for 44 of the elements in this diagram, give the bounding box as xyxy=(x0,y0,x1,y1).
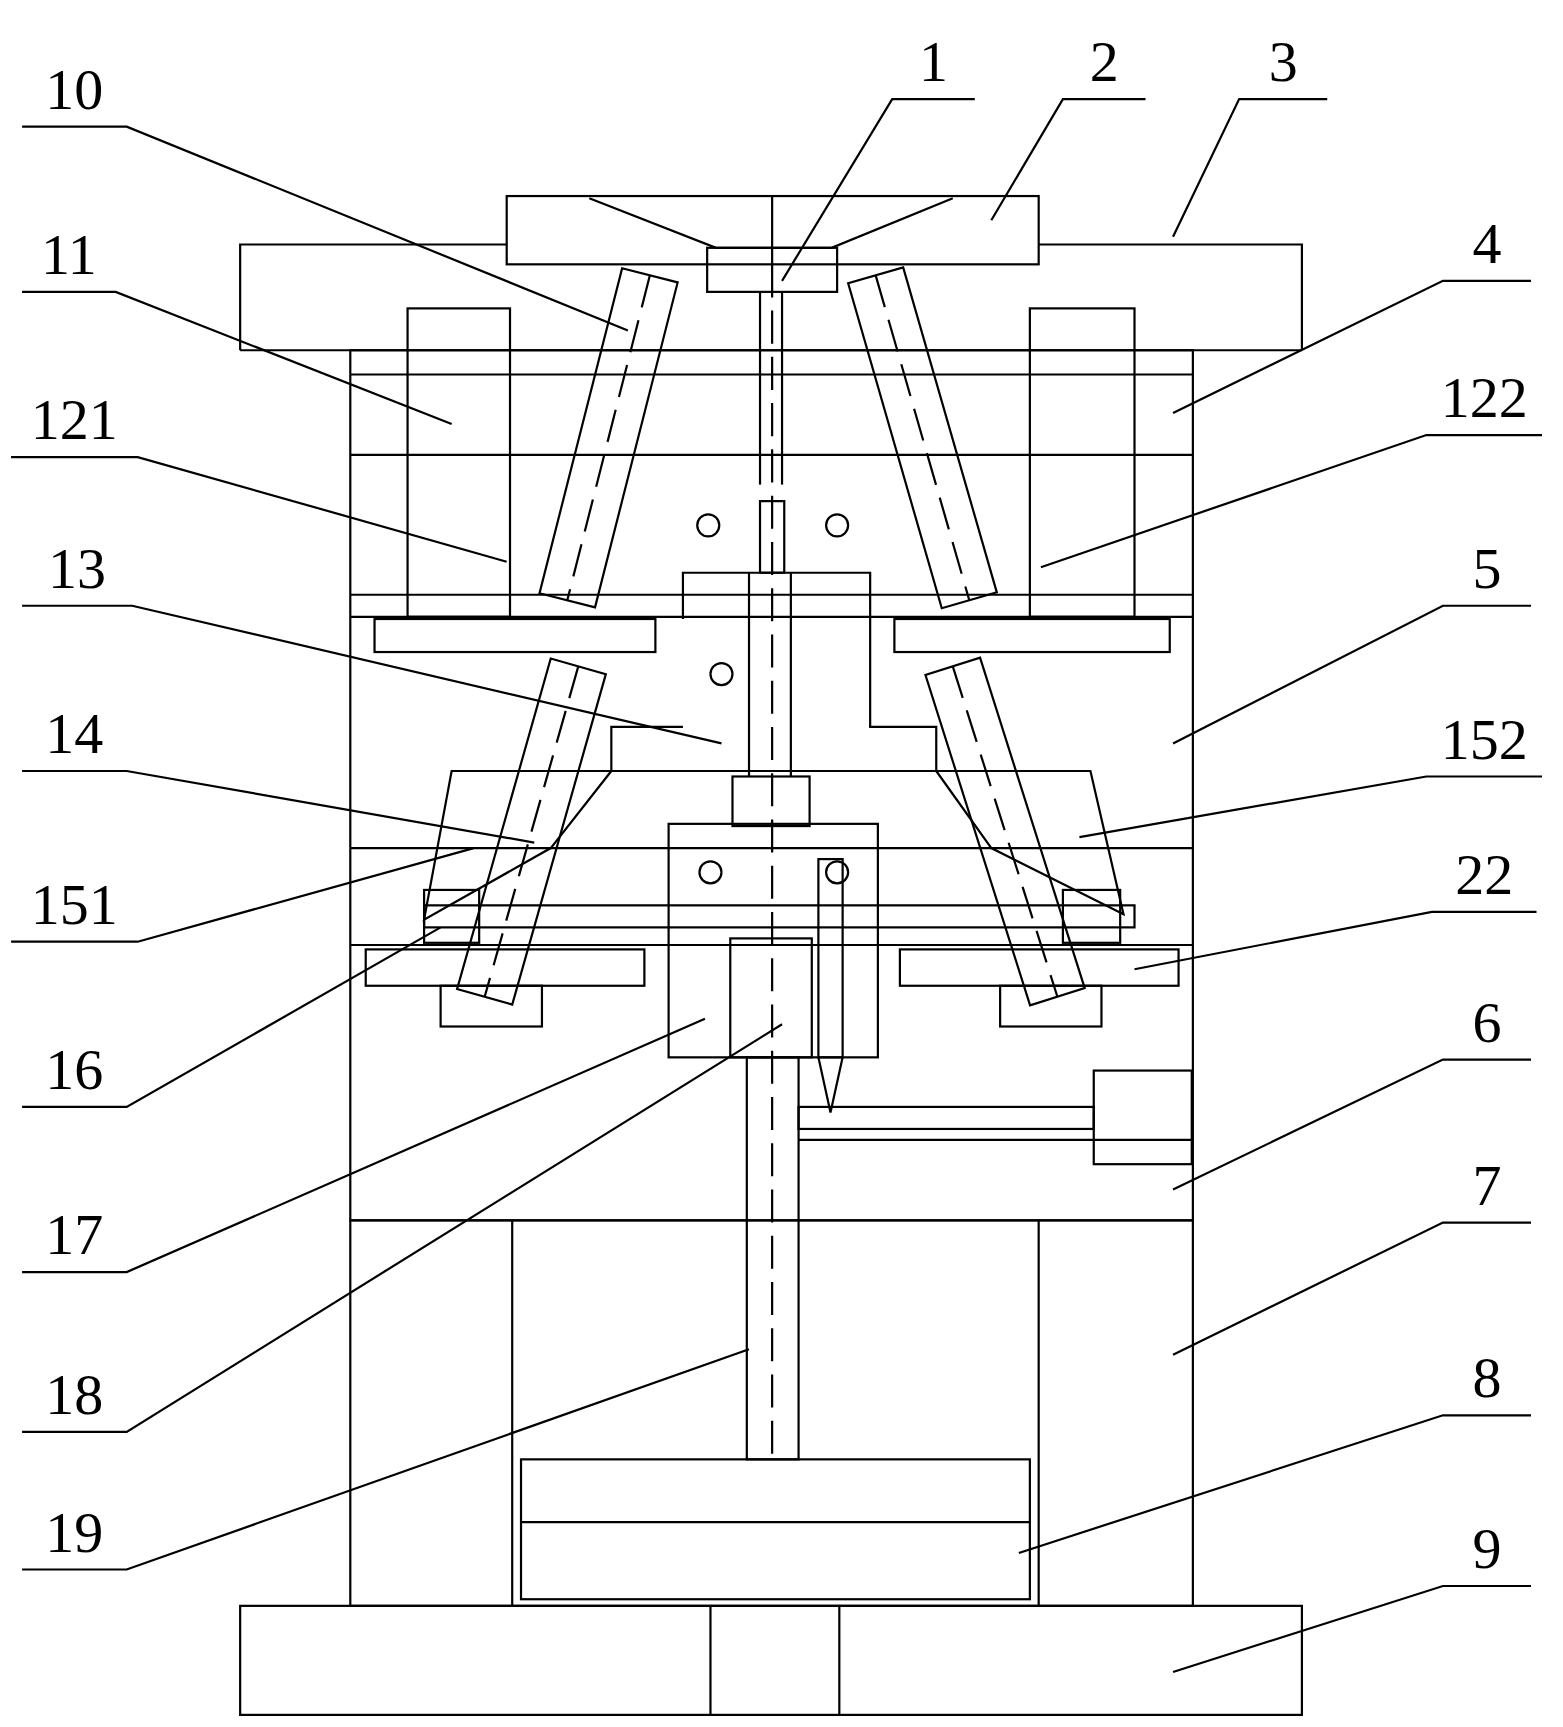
leader-line xyxy=(11,847,474,943)
leader-line xyxy=(1172,1221,1531,1356)
leader-line xyxy=(22,769,535,844)
callout-number: 22 xyxy=(1455,846,1514,904)
leader-line xyxy=(22,125,629,332)
callout-number: 121 xyxy=(30,391,118,450)
leader-line xyxy=(990,98,1146,221)
callout-number: 5 xyxy=(1472,539,1502,598)
callout-number: 8 xyxy=(1472,1349,1502,1408)
callout-number: 1 xyxy=(919,33,948,92)
leader-line xyxy=(1172,604,1531,745)
callout-number: 14 xyxy=(45,705,104,763)
callout-number: 9 xyxy=(1472,1520,1502,1579)
leader-line xyxy=(1172,279,1531,414)
callout-number: 2 xyxy=(1089,33,1119,92)
leader-line xyxy=(22,604,722,745)
leader-line xyxy=(1079,775,1542,839)
leader-line xyxy=(22,1023,783,1433)
callout-number: 17 xyxy=(45,1206,104,1265)
leader-line xyxy=(22,1348,750,1571)
leader-line xyxy=(1172,1058,1531,1191)
leader-line xyxy=(1134,910,1537,971)
leader-line xyxy=(1172,1584,1531,1673)
callout-number: 13 xyxy=(48,539,107,598)
leader-line xyxy=(22,926,442,1108)
leader-line xyxy=(11,455,507,563)
leader-line xyxy=(22,1017,706,1274)
callout-number: 152 xyxy=(1440,710,1528,769)
callout-number: 10 xyxy=(45,60,104,119)
callout-number: 19 xyxy=(45,1503,104,1562)
callout-number: 4 xyxy=(1472,214,1502,273)
callout-number: 11 xyxy=(40,225,97,284)
leader-line xyxy=(1040,433,1542,569)
callout-number: 16 xyxy=(45,1040,104,1099)
leader-line xyxy=(22,290,453,426)
callout-number: 151 xyxy=(30,875,118,934)
callout-number: 3 xyxy=(1268,33,1298,92)
leader-line xyxy=(1018,1414,1531,1555)
leader-line xyxy=(1172,98,1328,238)
leader-line xyxy=(781,98,975,282)
callout-number: 7 xyxy=(1472,1156,1502,1215)
callout-number: 6 xyxy=(1472,993,1502,1052)
callout-number: 122 xyxy=(1440,369,1528,428)
callout-number: 18 xyxy=(45,1365,104,1424)
